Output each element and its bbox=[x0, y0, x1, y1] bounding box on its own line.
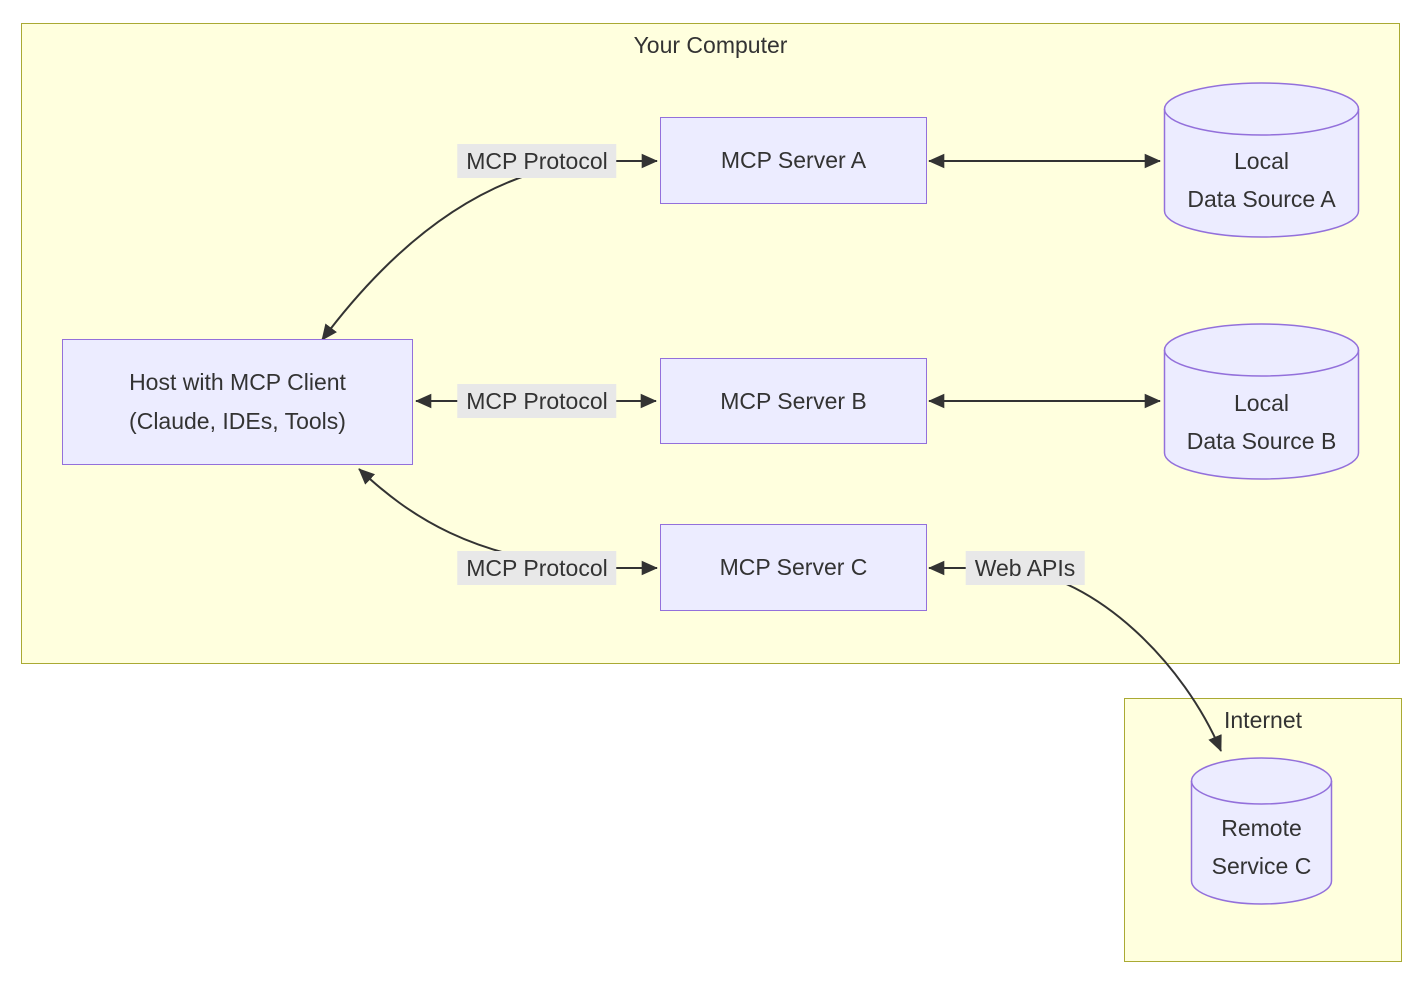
node-mcp-server-a: MCP Server A bbox=[660, 117, 927, 204]
data-source-a-line1: Local bbox=[1234, 148, 1289, 174]
internet-group-title: Internet bbox=[1224, 707, 1302, 733]
mcp-server-b-label: MCP Server B bbox=[720, 387, 867, 414]
data-source-b-line2: Data Source B bbox=[1186, 427, 1337, 454]
node-host-with-mcp-client: Host with MCP Client (Claude, IDEs, Tool… bbox=[62, 339, 413, 465]
cylinder-shape bbox=[1163, 323, 1360, 480]
edge-host-server-a bbox=[321, 153, 658, 341]
data-source-a-line2: Data Source A bbox=[1187, 186, 1336, 212]
edge-label-mcp-protocol-a: MCP Protocol bbox=[457, 144, 617, 178]
your-computer-group-title: Your Computer bbox=[633, 32, 788, 58]
edge-label-mcp-protocol-b: MCP Protocol bbox=[457, 384, 617, 418]
node-mcp-server-c: MCP Server C bbox=[660, 524, 927, 611]
node-local-data-source-b: Local Data Source B bbox=[1163, 323, 1360, 480]
mcp-server-c-label: MCP Server C bbox=[719, 554, 868, 580]
mcp-server-a-label: MCP Server A bbox=[720, 147, 867, 173]
edge-server-c-remote-service-c bbox=[928, 560, 1222, 752]
cylinder-shape bbox=[1190, 757, 1333, 905]
host-label-line2: (Claude, IDEs, Tools) bbox=[129, 408, 346, 434]
node-mcp-server-b: MCP Server B bbox=[660, 358, 927, 444]
cylinder-shape bbox=[1163, 82, 1360, 238]
edge-label-mcp-protocol-c: MCP Protocol bbox=[457, 551, 617, 585]
remote-service-c-line2: Service C bbox=[1211, 853, 1312, 879]
node-local-data-source-a: Local Data Source A bbox=[1163, 82, 1360, 238]
host-label-line1: Host with MCP Client bbox=[129, 369, 346, 395]
edge-label-web-apis: Web APIs bbox=[965, 551, 1085, 585]
data-source-b-line1: Local bbox=[1234, 389, 1289, 416]
node-remote-service-c: Remote Service C bbox=[1190, 757, 1333, 905]
remote-service-c-line1: Remote bbox=[1221, 815, 1302, 841]
